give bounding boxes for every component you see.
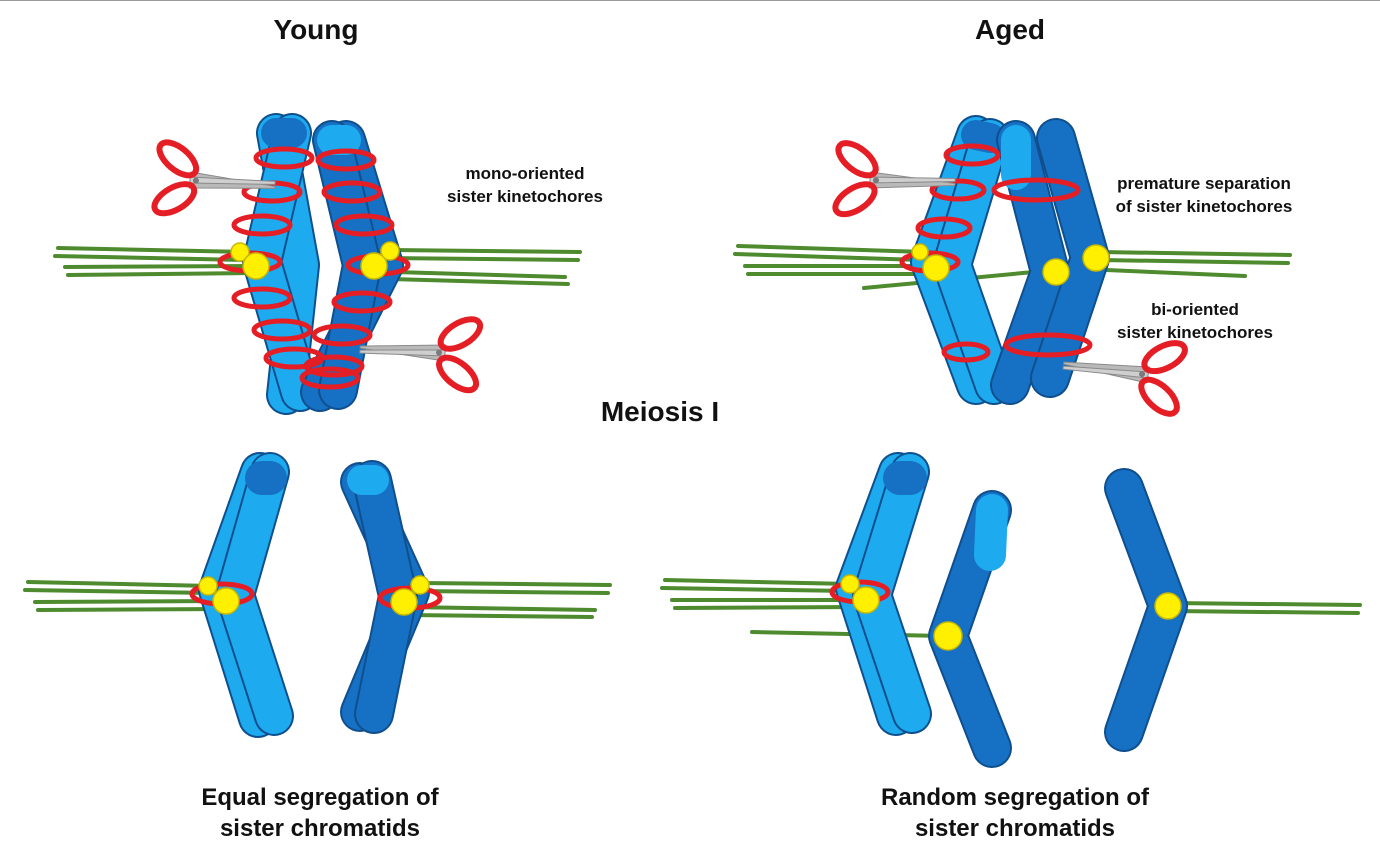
aged-bivalent — [733, 115, 1292, 422]
caption-random-line1: Random segregation of — [880, 784, 1150, 811]
caption-equal-segregation: Equal segregation of sister chromatids — [160, 782, 480, 844]
kinetochores-aged-bottom — [840, 574, 1182, 651]
aged-segregated — [660, 452, 1362, 768]
heading-meiosis: Meiosis I — [600, 396, 720, 427]
microtubules-young-bottom — [23, 580, 612, 619]
heading-aged: Aged — [975, 14, 1045, 45]
kinetochores-young — [230, 241, 400, 280]
caption-equal-line1: Equal segregation of — [201, 784, 439, 811]
annotation-premature-separation: premature separation of sister kinetocho… — [1085, 172, 1323, 218]
annotation-bi-line1: bi-oriented — [1151, 300, 1239, 319]
caption-random-line2: sister chromatids — [914, 815, 1116, 842]
top-border — [0, 0, 1380, 1]
kinetochores-aged — [911, 243, 1110, 286]
heading-young: Young — [273, 14, 359, 45]
caption-random-segregation: Random segregation of sister chromatids — [850, 782, 1180, 844]
annotation-mono-line2: sister kinetochores — [447, 187, 603, 206]
microtubules-aged-top — [733, 244, 1292, 290]
kinetochores-young-bottom — [198, 575, 430, 616]
cohesin-rings-aged — [899, 143, 1093, 363]
caption-equal-line2: sister chromatids — [219, 815, 421, 842]
annotation-mono-oriented: mono-oriented sister kinetochores — [420, 162, 630, 208]
annotation-premature-line2: of sister kinetochores — [1115, 197, 1293, 216]
annotation-premature-line1: premature separation — [1117, 174, 1291, 193]
annotation-bi-oriented: bi-oriented sister kinetochores — [1095, 298, 1295, 344]
microtubules-aged-bottom — [660, 578, 1362, 638]
annotation-bi-line2: sister kinetochores — [1117, 323, 1273, 342]
annotation-mono-line1: mono-oriented — [465, 164, 585, 183]
young-bivalent — [53, 113, 582, 415]
young-segregated — [23, 452, 612, 738]
